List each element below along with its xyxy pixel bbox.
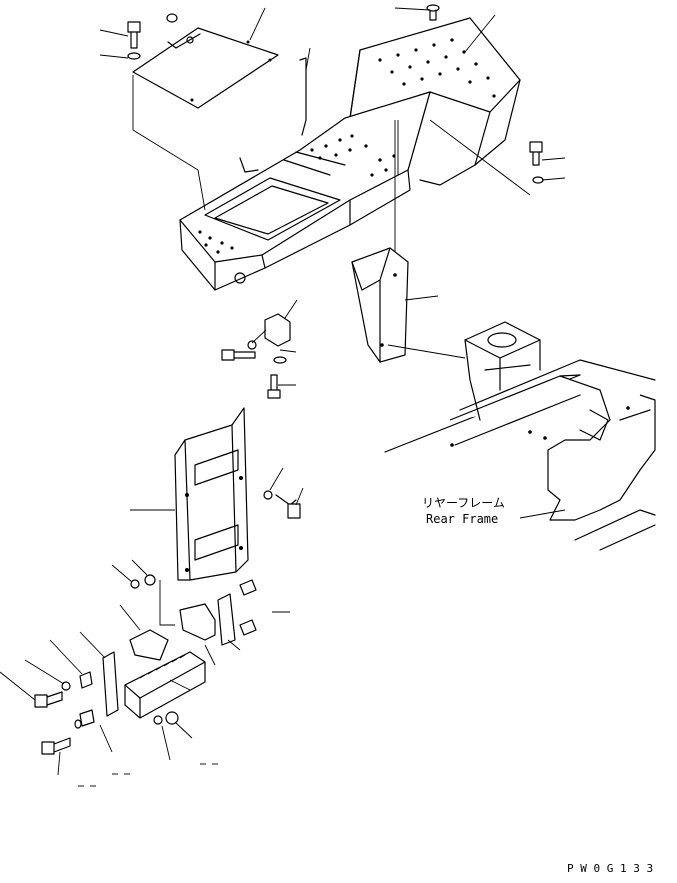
long-plate [102,651,119,717]
callout-ticks [78,763,218,787]
terminal-block [124,651,206,719]
rear-frame-label-jp: リヤーフレーム [422,496,505,510]
support-bracket [351,247,409,363]
pin-small [239,157,259,173]
knob-top [426,4,440,21]
floor-frame-assembly [179,17,521,291]
box-holes [378,38,496,98]
rear-frame [384,321,656,551]
stand-nuts [130,574,156,589]
bolt-top-left [127,13,178,60]
vertical-stand [174,407,249,581]
bolts-bottom-left [34,671,179,755]
assembly-lines [132,75,531,262]
bolt-right [529,141,544,184]
rear-frame-label-en: Rear Frame [426,512,499,526]
cover-plate [132,27,279,109]
floor-holes [198,134,396,254]
leader-stand [159,580,175,626]
stand-bolt [263,490,301,519]
callout-leaders [0,7,566,776]
drawing-code: P W 0 G 1 3 3 [567,862,654,875]
leader-bracket-to-frame [387,344,466,359]
small-bracket [221,313,291,399]
clamp-plates [129,579,257,661]
pin-vertical [299,57,307,136]
